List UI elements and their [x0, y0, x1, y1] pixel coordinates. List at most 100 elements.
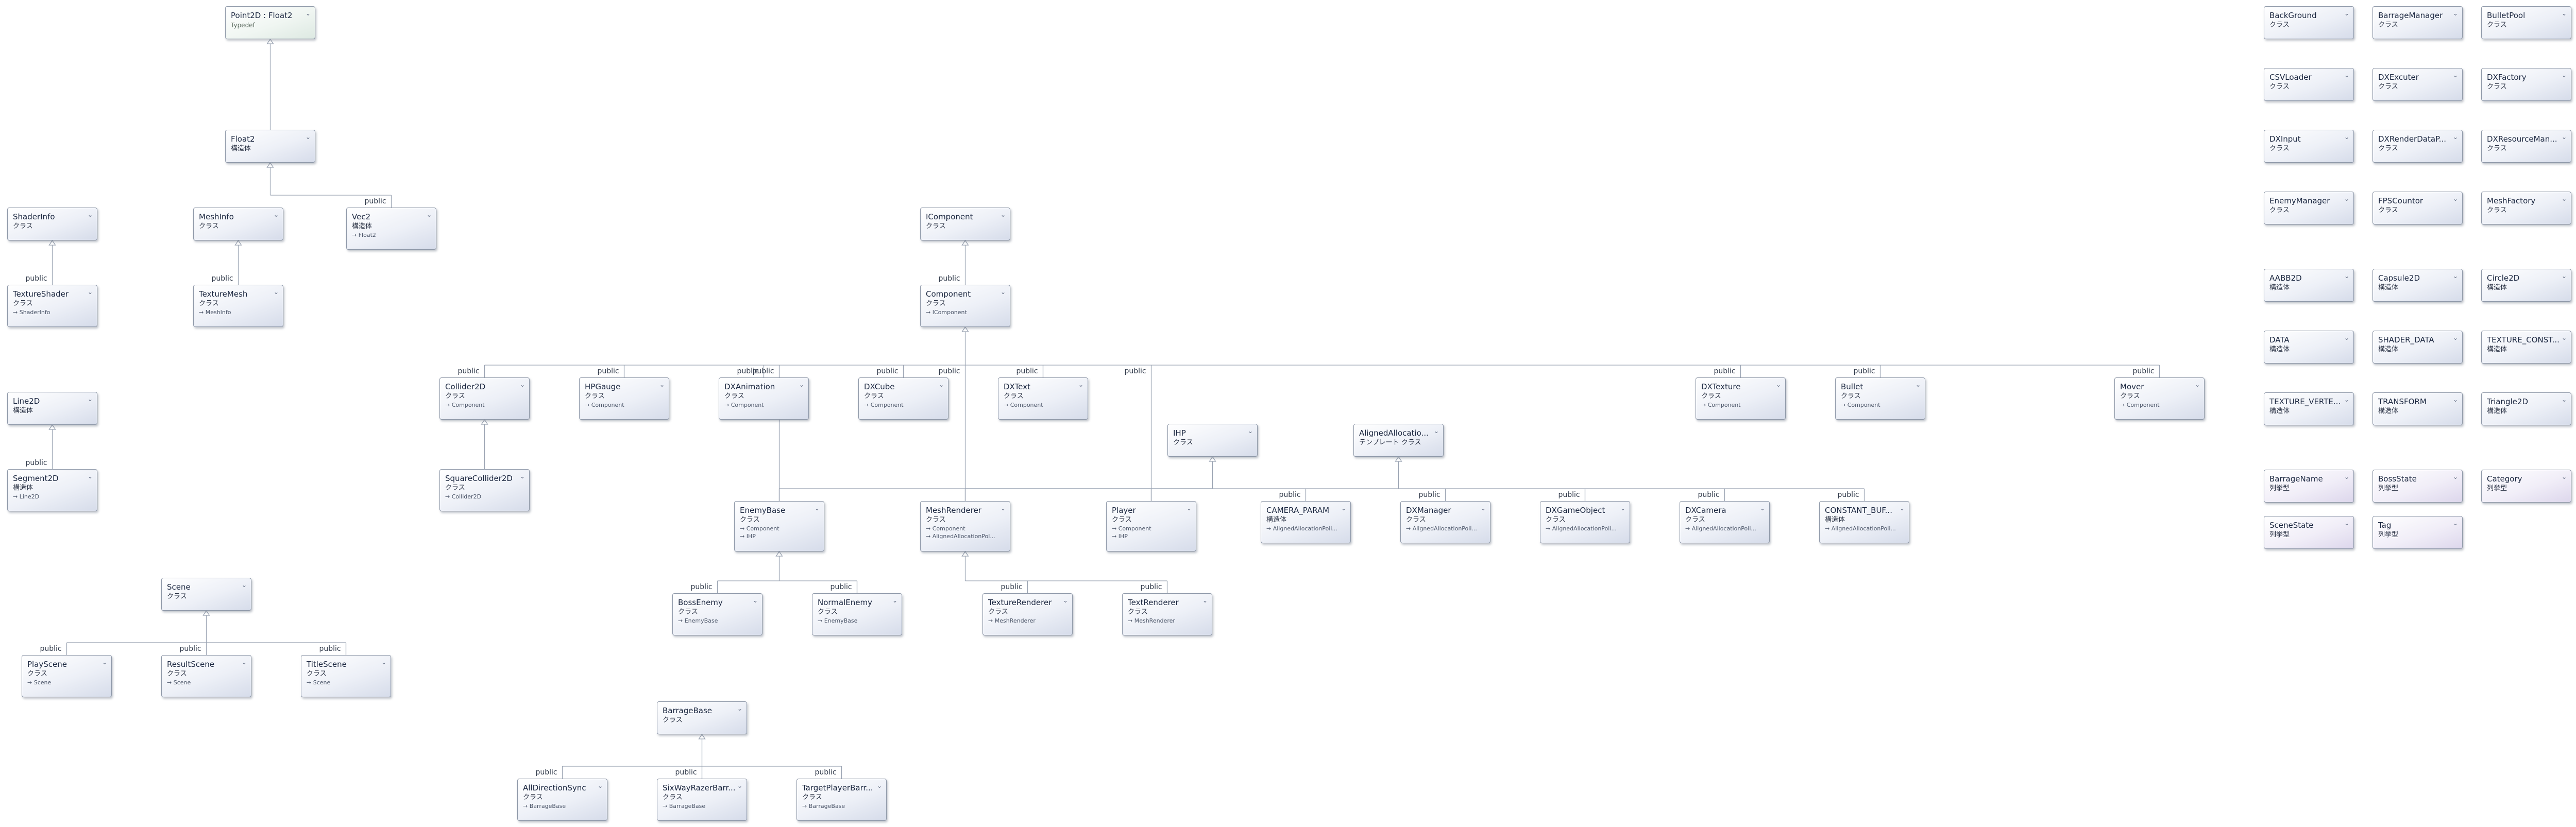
chevron-down-icon[interactable]: ⌄: [1775, 381, 1781, 388]
chevron-down-icon[interactable]: ⌄: [519, 381, 525, 388]
chevron-down-icon[interactable]: ⌄: [426, 211, 432, 218]
chevron-down-icon[interactable]: ⌄: [2452, 473, 2458, 480]
chevron-down-icon[interactable]: ⌄: [2452, 133, 2458, 141]
chevron-down-icon[interactable]: ⌄: [2452, 396, 2458, 403]
chevron-down-icon[interactable]: ⌄: [938, 381, 944, 388]
chevron-down-icon[interactable]: ⌄: [2452, 272, 2458, 280]
chevron-down-icon[interactable]: ⌄: [87, 473, 93, 480]
chevron-down-icon[interactable]: ⌄: [1899, 505, 1905, 512]
chevron-down-icon[interactable]: ⌄: [1000, 288, 1006, 296]
chevron-down-icon[interactable]: ⌄: [241, 581, 247, 589]
chevron-down-icon[interactable]: ⌄: [2344, 72, 2349, 79]
chevron-down-icon[interactable]: ⌄: [2344, 133, 2349, 141]
chevron-down-icon[interactable]: ⌄: [659, 381, 665, 388]
chevron-down-icon[interactable]: ⌄: [2561, 334, 2567, 341]
chevron-down-icon[interactable]: ⌄: [2344, 396, 2349, 403]
chevron-down-icon[interactable]: ⌄: [597, 782, 603, 789]
chevron-down-icon[interactable]: ⌄: [2344, 10, 2349, 17]
chevron-down-icon[interactable]: ⌄: [1620, 505, 1625, 512]
chevron-down-icon[interactable]: ⌄: [87, 211, 93, 218]
class-box-sixwayrazerbarr[interactable]: SixWayRazerBarr...クラス→ BarrageBase⌄: [657, 779, 747, 821]
chevron-down-icon[interactable]: ⌄: [305, 10, 311, 17]
chevron-down-icon[interactable]: ⌄: [752, 597, 758, 604]
chevron-down-icon[interactable]: ⌄: [2344, 272, 2349, 280]
chevron-down-icon[interactable]: ⌄: [2561, 473, 2567, 480]
chevron-down-icon[interactable]: ⌄: [737, 782, 742, 789]
chevron-down-icon[interactable]: ⌄: [2452, 10, 2458, 17]
chevron-down-icon[interactable]: ⌄: [892, 597, 897, 604]
chevron-down-icon[interactable]: ⌄: [273, 288, 279, 296]
chevron-down-icon[interactable]: ⌄: [2344, 520, 2349, 527]
class-box-alignedallocation[interactable]: AlignedAllocatio...テンプレート クラス⌄: [1353, 424, 1444, 457]
class-box-targetplayerbarr[interactable]: TargetPlayerBarr...クラス→ BarrageBase⌄: [796, 779, 887, 821]
chevron-down-icon[interactable]: ⌄: [2561, 272, 2567, 280]
chevron-down-icon[interactable]: ⌄: [2452, 334, 2458, 341]
chevron-down-icon[interactable]: ⌄: [1341, 505, 1346, 512]
chevron-down-icon[interactable]: ⌄: [305, 133, 311, 141]
chevron-down-icon[interactable]: ⌄: [101, 659, 107, 666]
chevron-down-icon[interactable]: ⌄: [1202, 597, 1208, 604]
chevron-down-icon[interactable]: ⌄: [814, 505, 820, 512]
chevron-down-icon[interactable]: ⌄: [2561, 396, 2567, 403]
chevron-down-icon[interactable]: ⌄: [1480, 505, 1486, 512]
chevron-down-icon[interactable]: ⌄: [2452, 520, 2458, 527]
chevron-down-icon[interactable]: ⌄: [2561, 195, 2567, 202]
class-box-texture_const[interactable]: TEXTURE_CONST...構造体⌄: [2481, 331, 2571, 364]
chevron-down-icon[interactable]: ⌄: [241, 659, 247, 666]
chevron-down-icon[interactable]: ⌄: [2344, 195, 2349, 202]
chevron-down-icon[interactable]: ⌄: [737, 705, 742, 712]
chevron-down-icon[interactable]: ⌄: [273, 211, 279, 218]
class-box-constant_buf[interactable]: CONSTANT_BUF...構造体→ AlignedAllocationPol…: [1819, 501, 1909, 543]
chevron-down-icon[interactable]: ⌄: [2561, 10, 2567, 17]
chevron-down-icon[interactable]: ⌄: [1000, 505, 1006, 512]
chevron-down-icon[interactable]: ⌄: [2344, 334, 2349, 341]
class-box-dxrenderdatap[interactable]: DXRenderDataP...クラス⌄: [2372, 130, 2463, 163]
chevron-down-icon[interactable]: ⌄: [1000, 211, 1006, 218]
